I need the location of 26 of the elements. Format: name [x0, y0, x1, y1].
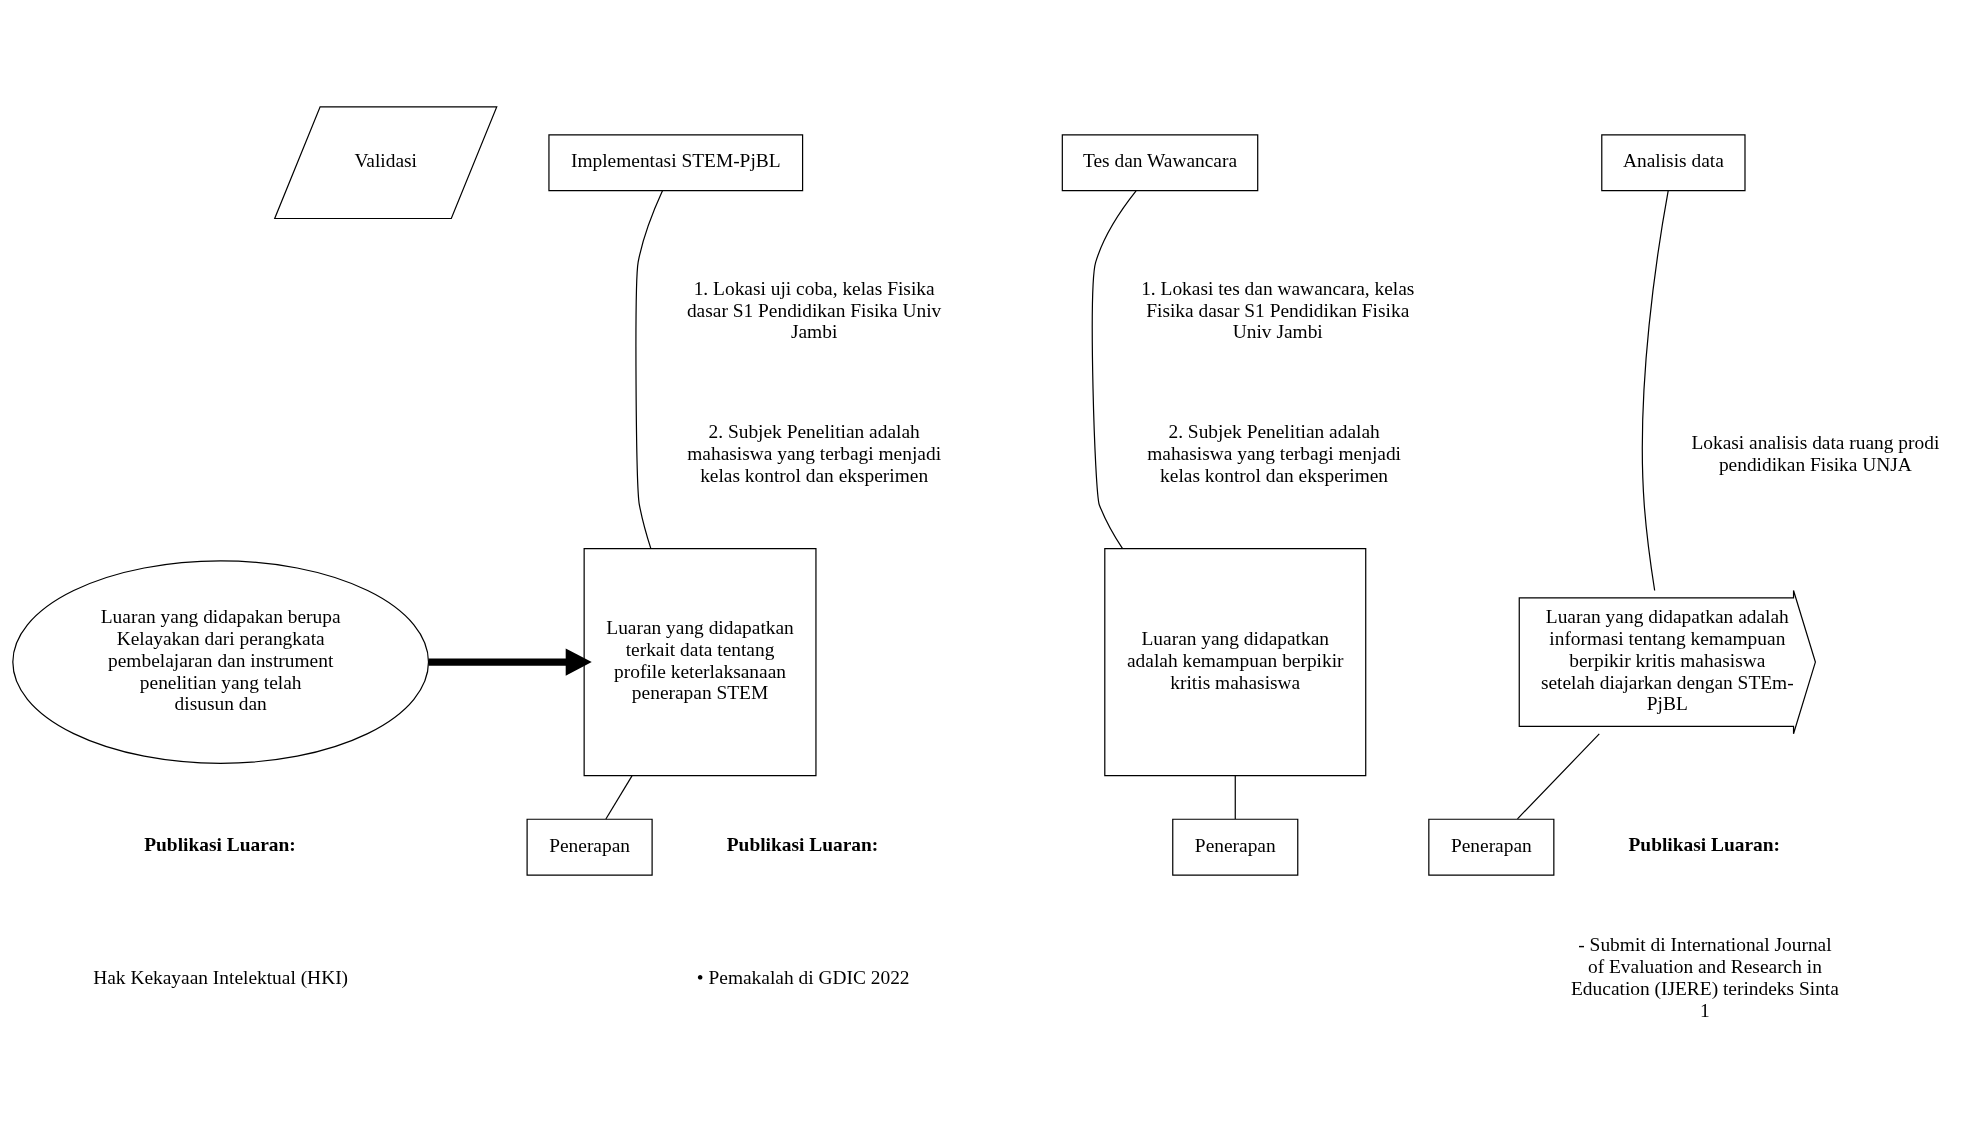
label: Lokasi analisis data ruang prodi pendidikan Fisika UNJA: [1691, 431, 1940, 475]
label: 1. Lokasi uji coba, kelas Fisika dasar S1 Pendidikan Fisika Univ Jambi: [686, 277, 942, 343]
label: 1. Lokasi tes dan wawancara, kelas Fisika dasar S1 Pendidikan Fisika Univ Jambi: [1141, 277, 1415, 343]
connector: [1516, 733, 1600, 820]
node-box: Penerapan: [1172, 818, 1299, 876]
label: Publikasi Luaran:: [144, 833, 296, 855]
connector: [1641, 190, 1669, 592]
label: Publikasi Luaran:: [726, 833, 879, 855]
connector: [605, 775, 633, 820]
node-box: Analisis data: [1601, 134, 1746, 192]
label: • Pemakalah di GDIC 2022: [696, 967, 910, 989]
label: Hak Kekayaan Intelektual (HKI): [93, 967, 349, 989]
node-box: Penerapan: [1428, 818, 1555, 876]
label: - Submit di International Journal of Evaluation and Research in Education (IJERE) terindeks Sinta 1: [1571, 934, 1839, 1021]
node-box: Tes dan Wawancara: [1061, 134, 1259, 192]
node-ellipse: Luaran yang didapakan berupa Kelayakan dari perangkata pembelajaran dan instrument penelitian yang telah disusun dan: [12, 560, 430, 764]
label: 2. Subjek Penelitian adalah mahasiswa yang terbagi menjadi kelas kontrol dan eksperimen: [1147, 420, 1402, 486]
node-box: Luaran yang didapatkan adalah kemampuan berpikir kritis mahasiswa: [1104, 548, 1367, 777]
connector: [1234, 775, 1236, 820]
label: Publikasi Luaran:: [1628, 833, 1781, 855]
node-box: Luaran yang didapatkan terkait data tentang profile keterlaksanaan penerapan STEM: [583, 548, 817, 777]
node-box: Implementasi STEM-PjBL: [548, 134, 804, 192]
connector: [1091, 190, 1137, 549]
connector: [635, 190, 664, 550]
node-box: Penerapan: [526, 818, 653, 876]
label: 2. Subjek Penelitian adalah mahasiswa yang terbagi menjadi kelas kontrol dan eksperimen: [687, 420, 942, 486]
